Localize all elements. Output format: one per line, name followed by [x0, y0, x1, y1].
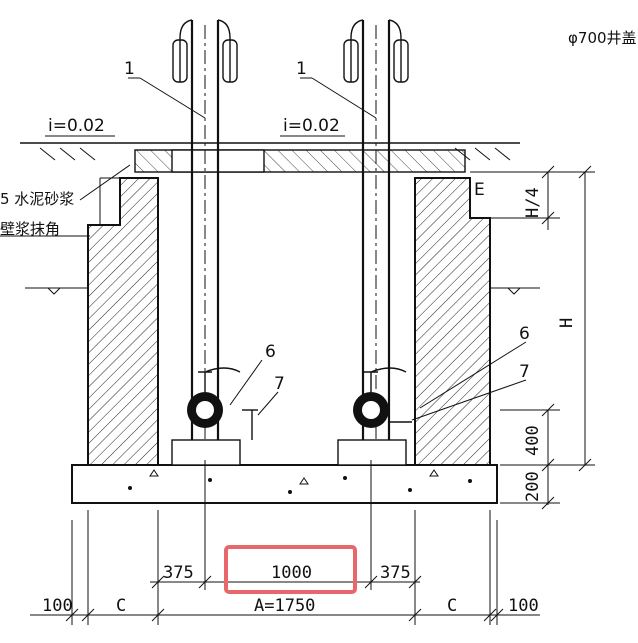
- water-level-marks: [25, 287, 540, 295]
- left-wall: [87, 177, 159, 466]
- dim-c-left: C: [116, 596, 126, 616]
- riser-pipe-left: [172, 19, 238, 455]
- base-texture: [128, 469, 472, 494]
- dim-c-right: C: [447, 596, 457, 616]
- dim-100-left: 100: [42, 596, 73, 616]
- corner-note: 壁浆抹角: [0, 220, 60, 238]
- slope-label-left: i=0.02: [48, 116, 105, 136]
- base-slab: [71, 464, 498, 504]
- dim-100-right: 100: [508, 596, 539, 616]
- right-wall: [414, 177, 491, 466]
- dim-h-quarter: H/4: [523, 187, 543, 218]
- dim-200: 200: [523, 471, 543, 502]
- highlight-box: [224, 545, 357, 594]
- riser-pipe-right: [343, 19, 409, 455]
- cover-slab: [134, 149, 466, 173]
- valve-right: [337, 367, 412, 466]
- callout-1-left: 1: [124, 59, 135, 79]
- dim-375-right: 375: [380, 563, 411, 583]
- dim-1000: 1000: [271, 563, 312, 583]
- dim-375-left: 375: [163, 563, 194, 583]
- mortar-note: 5 水泥砂浆: [0, 190, 74, 208]
- dim-400: 400: [523, 425, 543, 456]
- callout-6-right: 6: [519, 324, 530, 344]
- symbol-e: E: [474, 180, 485, 200]
- dim-a-total: A=1750: [254, 596, 315, 616]
- callout-7-left: 7: [274, 374, 285, 394]
- callout-6-left: 6: [265, 342, 276, 362]
- dim-h: H: [557, 318, 577, 328]
- callouts: [0, 77, 527, 421]
- vertical-dimension-lines: [470, 165, 595, 510]
- callout-7-right: 7: [519, 362, 530, 382]
- well-cover-note: φ700井盖: [568, 29, 637, 47]
- horizontal-dimension-lines: [30, 460, 540, 625]
- valve-left: [171, 367, 258, 466]
- callout-1-right: 1: [296, 59, 307, 79]
- slope-label-right: i=0.02: [283, 116, 340, 136]
